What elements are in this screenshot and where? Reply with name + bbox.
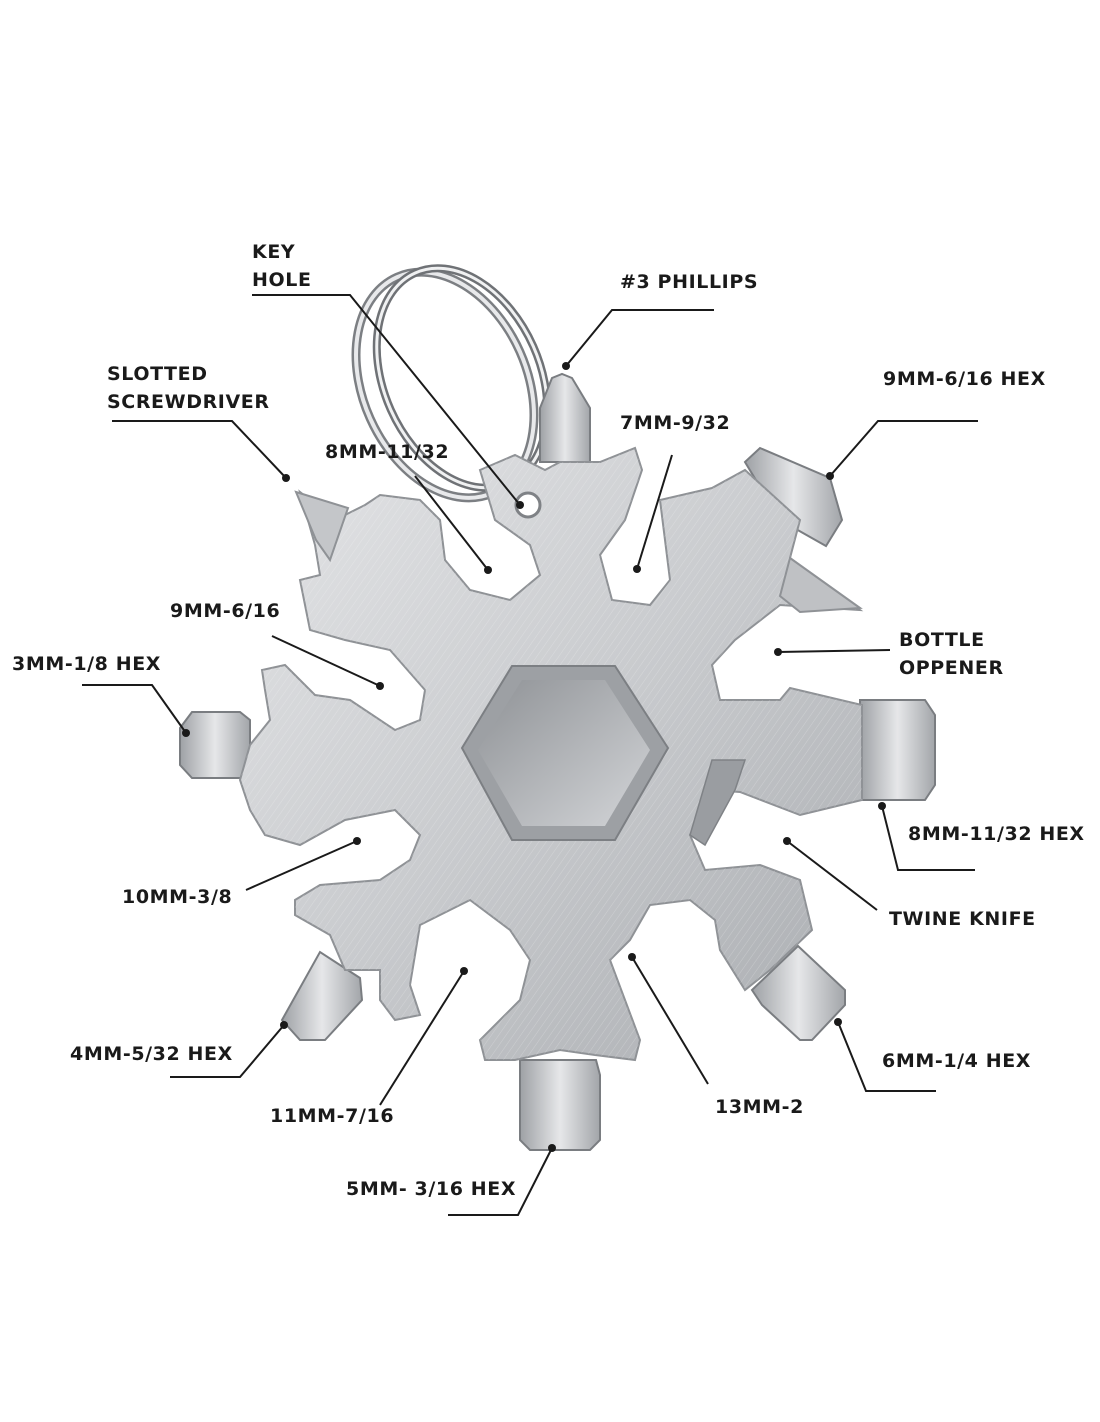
bottle-opener-hook	[778, 556, 863, 614]
label-6mm-hex: 6MM-1/4 HEX	[882, 1050, 1031, 1072]
label-key-hole-2: HOLE	[252, 269, 312, 291]
leader-5mm-hex	[448, 1147, 553, 1216]
label-3mm-hex: 3MM-1/8 HEX	[12, 653, 161, 675]
leader-3mm-hex	[82, 684, 187, 734]
twine-knife-notch	[689, 759, 747, 847]
label-bottle: BOTTLE	[899, 629, 985, 651]
bit-4mm-bottom-left	[280, 950, 364, 1041]
slotted-blade	[294, 490, 350, 563]
leader-8mm	[414, 475, 489, 571]
leader-slotted	[112, 420, 287, 479]
label-9mm-hex: 9MM-6/16 HEX	[883, 368, 1046, 390]
label-bottle-2: OPPENER	[899, 657, 1004, 679]
leader-phillips	[565, 309, 714, 367]
leader-4mm-hex	[170, 1024, 285, 1078]
label-twine: TWINE KNIFE	[889, 908, 1036, 930]
label-11mm: 11MM-7/16	[270, 1105, 394, 1127]
leader-key-hole	[252, 294, 521, 506]
label-slotted-2: SCREWDRIVER	[107, 391, 270, 413]
snowflake-body	[238, 446, 864, 1062]
label-7mm: 7MM-9/32	[620, 412, 730, 434]
leader-8mm-hex	[881, 805, 975, 871]
label-10mm: 10MM-3/8	[122, 886, 232, 908]
bit-5mm-bottom	[519, 1059, 601, 1151]
label-8mm: 8MM-11/32	[325, 441, 449, 463]
bit-6mm-bottom-right	[750, 944, 846, 1041]
leader-6mm-hex	[837, 1021, 936, 1092]
leader-9mm	[271, 635, 381, 687]
leader-bottle	[777, 649, 891, 653]
label-8mm-hex: 8MM-11/32 HEX	[908, 823, 1085, 845]
hex-bits	[179, 372, 936, 1151]
leader-11mm	[379, 970, 465, 1106]
callout-labels: KEY HOLE #3 PHILLIPS 9MM-6/16 HEX SLOTTE…	[12, 241, 1085, 1200]
label-5mm-hex: 5MM- 3/16 HEX	[346, 1178, 516, 1200]
bit-8mm-right	[859, 699, 936, 801]
leader-10mm	[245, 840, 358, 891]
bit-phillips-top	[539, 372, 591, 463]
leader-7mm	[636, 454, 673, 570]
leader-twine	[786, 840, 878, 911]
leader-13mm	[631, 956, 709, 1085]
center-hex-inner	[478, 680, 650, 826]
leader-9mm-hex	[829, 420, 978, 477]
leader-lines	[82, 294, 978, 1216]
label-13mm: 13MM-2	[715, 1096, 804, 1118]
label-4mm-hex: 4MM-5/32 HEX	[70, 1043, 233, 1065]
label-key-hole: KEY	[252, 241, 295, 263]
label-9mm: 9MM-6/16	[170, 600, 280, 622]
label-slotted: SLOTTED	[107, 363, 208, 385]
bit-3mm-left	[179, 711, 251, 779]
label-phillips: #3 PHILLIPS	[620, 271, 758, 293]
